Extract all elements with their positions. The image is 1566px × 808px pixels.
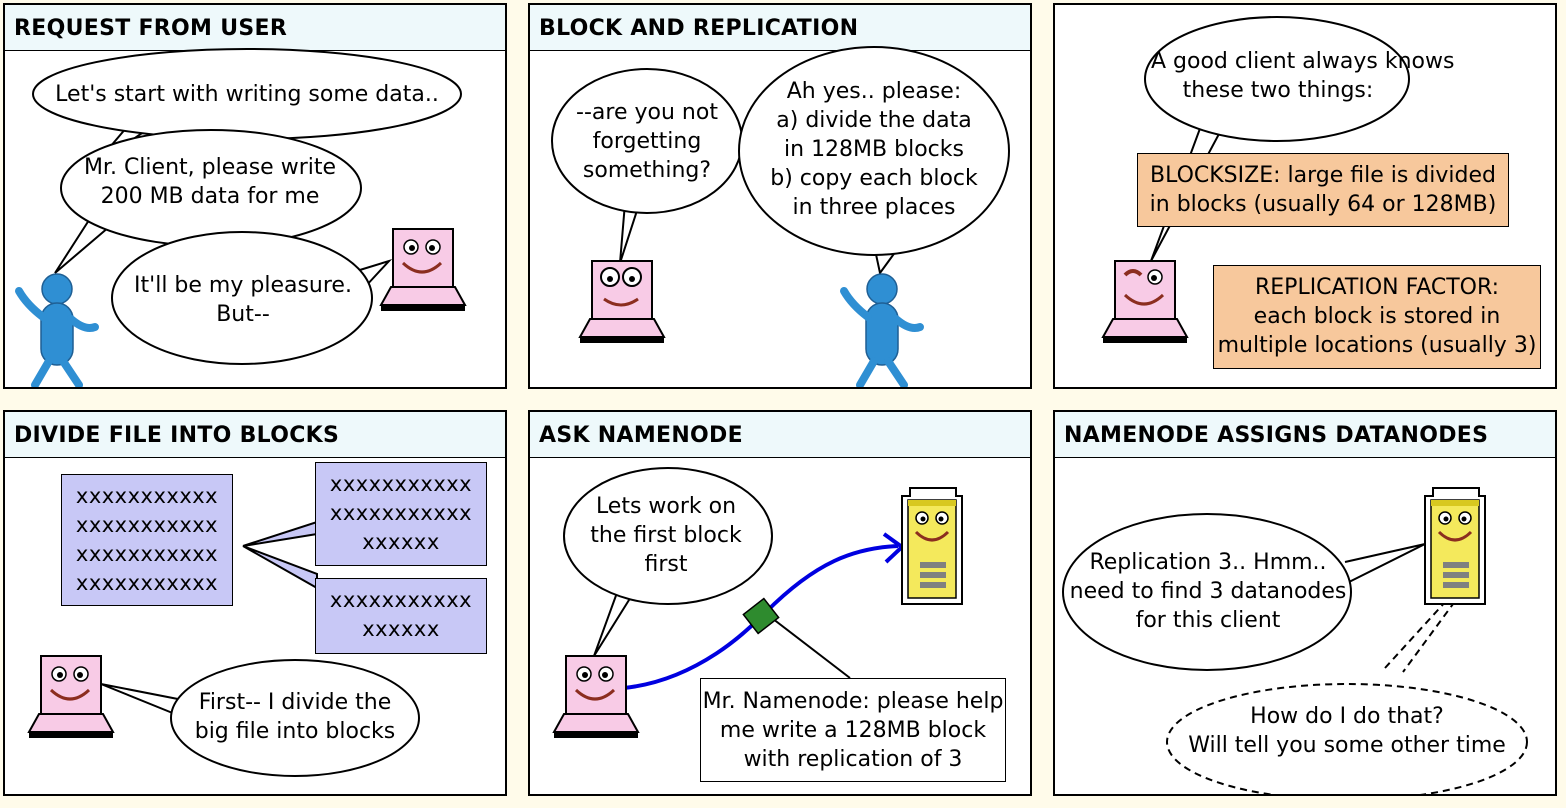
- namenode-server-icon: [1424, 487, 1486, 605]
- speech-bubble-start: Let's start with writing some data..: [55, 82, 439, 107]
- speech-bubble-divide: First-- I divide the big file into block…: [194, 690, 396, 744]
- speech-bubble-good-client: A good client always knows these two thi…: [1151, 49, 1455, 103]
- panel-divide-file-into-blocks: DIVIDE FILE INTO BLOCKS xxxxxxxxxxx xxxx…: [3, 410, 507, 796]
- panel-good-client: A good client always knows these two thi…: [1053, 3, 1557, 389]
- panel-2-drawing: [551, 46, 1010, 276]
- panel-namenode-assigns-datanodes: NAMENODE ASSIGNS DATANODES Replication 3…: [1053, 410, 1557, 796]
- laptop-client-icon: [27, 655, 115, 738]
- speech-bubble-client-reply: It'll be my pleasure. But--: [134, 273, 352, 327]
- file-block-1: xxxxxxxxxxx xxxxxxxxxxx xxxxxx: [315, 462, 487, 566]
- laptop-client-icon: [1101, 260, 1189, 343]
- note-request-to-namenode: Mr. Namenode: please help me write a 128…: [700, 678, 1006, 782]
- speech-bubble-instructions: Ah yes.. please: a) divide the data in 1…: [770, 79, 978, 220]
- panel-title: NAMENODE ASSIGNS DATANODES: [1055, 412, 1555, 458]
- panel-title: REQUEST FROM USER: [5, 5, 505, 51]
- panel-4-drawing: [100, 520, 420, 777]
- thought-bubble-how-do-i: How do I do that? Will tell you some oth…: [1188, 704, 1506, 758]
- panel-ask-namenode: ASK NAMENODE Lets work on the first bloc…: [528, 410, 1032, 796]
- panel-title: DIVIDE FILE INTO BLOCKS: [5, 412, 505, 458]
- panel-title: ASK NAMENODE: [530, 412, 1030, 458]
- note-blocksize: BLOCKSIZE: large file is divided in bloc…: [1137, 153, 1509, 227]
- panel-block-and-replication: BLOCK AND REPLICATION --are you not forg…: [528, 3, 1032, 389]
- speech-bubble-forgetting: --are you not forgetting something?: [576, 100, 718, 183]
- file-block-large: xxxxxxxxxxx xxxxxxxxxxx xxxxxxxxxxx xxxx…: [61, 474, 233, 606]
- laptop-client-icon: [552, 655, 640, 738]
- laptop-client-icon: [379, 228, 467, 311]
- namenode-server-icon: [901, 487, 963, 605]
- laptop-client-icon: [578, 260, 666, 343]
- panel-title: BLOCK AND REPLICATION: [530, 5, 1030, 51]
- file-block-2: xxxxxxxxxxx xxxxxx: [315, 578, 487, 654]
- user-figure-icon: [15, 273, 99, 387]
- speech-bubble-first-block: Lets work on the first block first: [590, 494, 742, 577]
- speech-bubble-replication-hmm: Replication 3.. Hmm.. need to find 3 dat…: [1069, 550, 1347, 633]
- note-replication-factor: REPLICATION FACTOR: each block is stored…: [1213, 265, 1541, 369]
- panel-1-drawing: [32, 48, 462, 365]
- user-figure-icon: [840, 273, 924, 387]
- panel-6-drawing: [1062, 513, 1528, 794]
- speech-bubble-user-request: Mr. Client, please write 200 MB data for…: [83, 155, 337, 209]
- panel-request-from-user: REQUEST FROM USER Let's start with writi…: [3, 3, 507, 389]
